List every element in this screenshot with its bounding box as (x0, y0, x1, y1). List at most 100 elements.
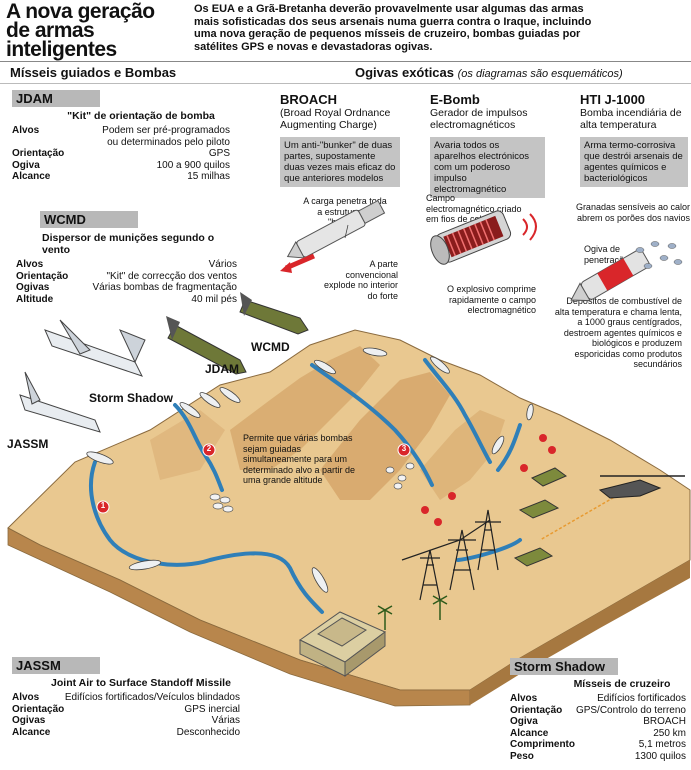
spec-value: BROACH (643, 716, 686, 727)
jdam-spec-table: Alvos Podem ser pré-programados ou determ… (12, 125, 230, 183)
spec-key: Alvos (510, 693, 538, 704)
jassm-label: JASSM (7, 437, 49, 451)
spec-key: Orientação (12, 703, 65, 715)
section-divider (0, 83, 691, 84)
step-marker-3-label: 3 (401, 444, 407, 453)
spec-value: 5,1 metros (638, 739, 686, 750)
intro-text: Os EUA e a Grã-Bretanha deverão provavel… (194, 3, 592, 53)
wcmd-path (310, 363, 434, 487)
spec-value: Várias (211, 715, 240, 726)
spec-key: Alvos (16, 259, 44, 270)
ebomb-info-box: Avaria todos os aparelhos electrónicos c… (430, 137, 545, 198)
storm-shadow-label: Storm Shadow (89, 391, 174, 405)
hti-panel: HTI J-1000 Bomba incendiária de alta tem… (580, 92, 688, 187)
hti-diagram (570, 241, 683, 302)
wcmd-subtitle: Dispersor de munições segundo o vento (42, 232, 215, 256)
cluster-bomblets (209, 462, 415, 513)
spec-key: Alcance (510, 727, 549, 739)
broach-info-box: Um anti-"bunker" de duas partes, suposta… (280, 137, 400, 187)
step-marker-2-label: 2 (206, 444, 212, 453)
spec-value: Várias bombas de fragmentação (92, 282, 237, 293)
step-marker-1-label: 1 (100, 501, 106, 510)
warheads-subtitle: (os diagramas são esquemáticos) (457, 68, 623, 80)
spec-value: Desconhecido (176, 726, 240, 738)
spec-key: Altitude (16, 293, 54, 305)
spec-value: Edifícios fortificados (597, 693, 686, 704)
step-markers (96, 443, 411, 514)
spec-key: Orientação (16, 270, 69, 282)
broach-path (423, 358, 492, 464)
explosions (421, 434, 556, 526)
spec-key: Ogiva (510, 716, 538, 727)
jdam-spec-box: JDAM "Kit" de orientação de bomba Alvos P… (12, 90, 230, 183)
spec-key: Ogivas (12, 715, 46, 726)
terrain (7, 329, 691, 707)
spec-key: Orientação (510, 704, 563, 716)
jdam-bomb (166, 316, 247, 375)
hti-note-grenades: Granadas sensíveis ao calor abrem os por… (575, 202, 690, 223)
jassm-subtitle: Joint Air to Surface Standoff Missile (51, 677, 231, 689)
broach-desc: (Broad Royal Ordnance Augmenting Charge) (280, 107, 391, 131)
tanks (513, 467, 568, 567)
title-line-1: A nova geração (6, 0, 155, 23)
ebomb-diagram (430, 210, 537, 265)
wcmd-bomb (239, 292, 309, 335)
hti-note-penetration: Ogiva de penetração (584, 244, 630, 265)
hti-desc: Bomba incendiária de alta temperatura (580, 107, 682, 131)
jdam-box-title: JDAM (12, 90, 100, 107)
spec-value: 1300 quilos (634, 750, 686, 762)
hti-name: HTI J-1000 (580, 92, 646, 107)
broach-name: BROACH (280, 92, 338, 107)
ebomb-note-compress: O explosivo comprime rapidamente o campo… (446, 284, 536, 315)
ebomb-panel: E-Bomb Gerador de impulsos electromagnét… (430, 92, 545, 198)
title-line-3: inteligentes (6, 38, 117, 61)
jassm-path (88, 460, 324, 614)
spec-value: ou determinados pelo piloto (107, 136, 230, 148)
spec-value: GPS inercial (184, 703, 240, 715)
spec-value: 100 a 900 quilos (156, 159, 230, 171)
jassm-spec-box: JASSM Joint Air to Surface Standoff Miss… (12, 657, 240, 738)
wcmd-spec-box: WCMD Dispersor de munições segundo o ven… (12, 211, 237, 305)
step-marker-3 (397, 443, 411, 457)
storm-shadow-missile (44, 319, 146, 377)
spec-value: Podem ser pré-programados (102, 125, 230, 136)
spec-key: Peso (510, 750, 534, 762)
storm-shadow-box-title: Storm Shadow (510, 658, 618, 675)
ebomb-note-field: Campo electromagnético criado em fios de… (426, 193, 522, 224)
missiles-section-title: Mísseis guiados e Bombas (10, 65, 177, 80)
jassm-missile (19, 371, 101, 433)
broach-panel: BROACH (Broad Royal Ordnance Augmenting … (280, 92, 400, 187)
bunker-building (299, 611, 386, 677)
jdam-label: JDAM (205, 362, 240, 376)
spec-value: Edifícios fortificados/Veículos blindado… (64, 692, 240, 703)
spec-key: Alcance (12, 726, 51, 738)
storm-path (496, 423, 522, 472)
wcmd-scene-note: Permite que várias bombas sejam guiadas … (243, 433, 356, 485)
jdam-subtitle: "Kit" de orientação de bomba (67, 110, 215, 122)
broach-note-explode: A parte convencional explode no interior… (323, 259, 398, 301)
spec-value: Vários (208, 259, 237, 270)
spec-key: Alcance (12, 171, 51, 182)
warheads-title-text: Ogivas exóticas (355, 65, 454, 80)
spec-key: Orientação (12, 148, 65, 159)
spec-value: GPS (208, 148, 230, 159)
helicopter-fire-line (539, 494, 619, 541)
header-divider (0, 61, 691, 62)
wcmd-box-title: WCMD (40, 211, 138, 228)
warheads-section-title: Ogivas exóticas (os diagramas são esquem… (355, 65, 623, 80)
ebomb-name: E-Bomb (430, 92, 480, 107)
hti-note-deposits: Depósitos de combustível de alta tempera… (554, 296, 682, 369)
broach-diagram (280, 199, 386, 273)
spec-value: 40 mil pés (191, 293, 237, 305)
step-marker-1 (96, 500, 110, 514)
spec-value: 250 km (653, 727, 686, 739)
spec-key: Comprimento (510, 739, 575, 750)
ebomb-desc: Gerador de impulsos electromagnéticos (430, 107, 528, 131)
jassm-box-title: JASSM (12, 657, 100, 674)
spec-key: Alvos (12, 125, 40, 136)
